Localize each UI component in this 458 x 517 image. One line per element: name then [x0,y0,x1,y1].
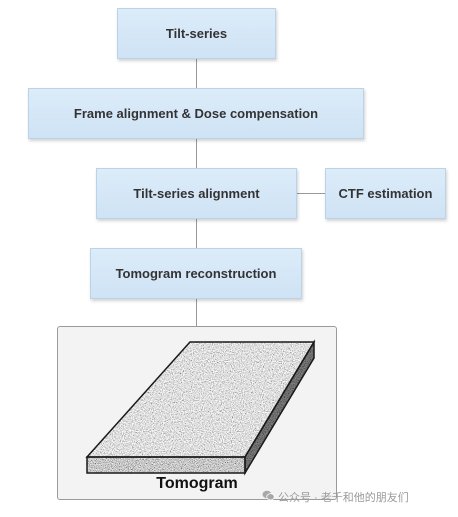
tomogram-reconstruction-label: Tomogram reconstruction [115,266,277,281]
tomogram-label: Tomogram [156,475,238,492]
tomogram-slab-image [85,339,316,476]
tomogram-reconstruction-box: Tomogram reconstruction [90,248,302,299]
connector-alignment-to-reconstruction [196,219,197,248]
frame-alignment-label: Frame alignment & Dose compensation [73,106,319,121]
ctf-estimation-box: CTF estimation [325,168,446,219]
connector-tilt-to-frame [196,59,197,88]
frame-alignment-box: Frame alignment & Dose compensation [28,88,364,139]
tomogram-panel: Tomogram [57,326,337,500]
connector-frame-to-alignment [196,139,197,168]
watermark: 公众号 · 老千和他的朋友们 [262,489,409,505]
connector-reconstruction-to-tomogram [196,299,197,327]
watermark-text: 公众号 · 老千和他的朋友们 [278,492,409,504]
tilt-series-alignment-box: Tilt-series alignment [96,168,297,219]
connector-alignment-to-ctf [297,193,325,194]
ctf-estimation-label: CTF estimation [338,186,433,201]
tilt-series-alignment-label: Tilt-series alignment [133,186,260,201]
tilt-series-label: Tilt-series [165,26,228,41]
tilt-series-box: Tilt-series [117,8,276,59]
wechat-icon [262,490,275,504]
